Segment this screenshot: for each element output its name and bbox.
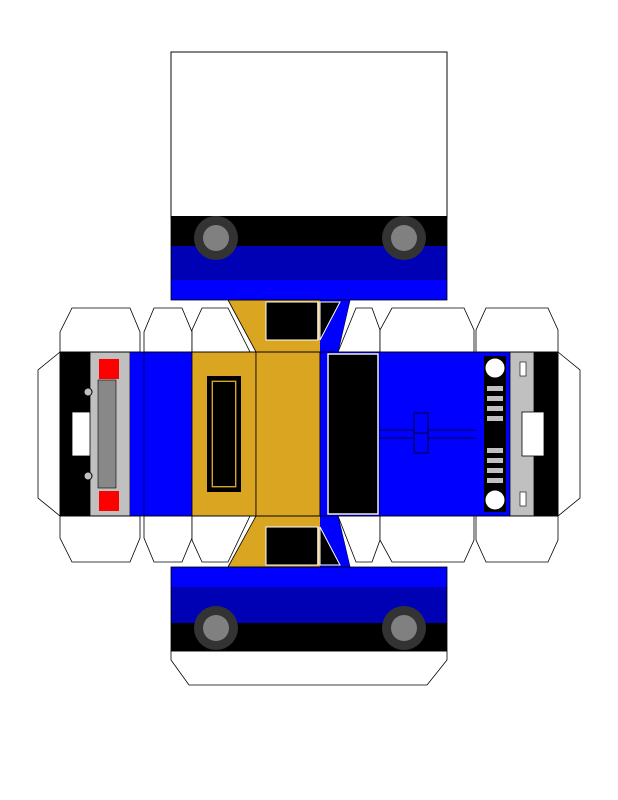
grille-slat-icon — [487, 468, 503, 473]
top-side-blue-stripe — [171, 280, 447, 300]
glue-tab — [475, 307, 559, 353]
grille-slat-icon — [487, 396, 503, 401]
grille-slat-icon — [487, 458, 503, 463]
rear-end-glue-flap — [37, 351, 61, 517]
glue-tab — [475, 515, 559, 563]
grille-frame — [484, 356, 506, 512]
lower-side-window — [265, 526, 319, 566]
grille-slat-icon — [487, 386, 503, 391]
lower-quarter-window — [319, 526, 341, 566]
body-strip-outline — [59, 351, 559, 517]
glue-tab — [379, 307, 475, 353]
lower-glue-tabs — [59, 515, 559, 563]
taillight-icon — [99, 491, 119, 511]
upper-quarter-window — [319, 301, 341, 341]
top-side-outline — [170, 51, 448, 301]
glue-tab — [143, 307, 193, 353]
bottom-side-glue-flap — [170, 650, 448, 686]
roof-panel — [255, 351, 321, 517]
upper-side-window — [265, 301, 319, 341]
headlight-icon — [484, 489, 506, 511]
bottom-side-blue-stripe — [171, 567, 447, 587]
rear-window-glass — [213, 382, 235, 486]
grille-slat-icon — [487, 406, 503, 411]
wheel-icon — [194, 606, 238, 650]
license-plate-icon — [521, 411, 545, 457]
tailgate-handle-bar — [97, 379, 117, 489]
wheel-icon — [194, 216, 238, 260]
glue-tab — [143, 515, 193, 563]
bottom-side-panel — [170, 567, 448, 686]
front-end-glue-flap — [557, 351, 581, 517]
glue-tab — [59, 515, 141, 563]
upper-cabin-side — [227, 299, 351, 353]
windshield-glass — [327, 353, 379, 515]
wheel-icon — [382, 216, 426, 260]
tow-hook-icon — [83, 471, 93, 481]
headlight-icon — [484, 357, 506, 379]
grille-slat-icon — [487, 416, 503, 421]
tow-hook-icon — [83, 387, 93, 397]
rear-body-panel — [130, 352, 192, 516]
top-side-panel — [170, 51, 448, 300]
wheel-icon — [382, 606, 426, 650]
main-body-strip — [37, 351, 581, 517]
bottom-side-outline — [170, 566, 448, 652]
grille-slat-icon — [487, 448, 503, 453]
grille-slats — [487, 386, 503, 483]
grille-slat-icon — [487, 478, 503, 483]
lower-cabin-side — [227, 515, 351, 568]
taillight-icon — [99, 359, 119, 379]
glue-tab — [59, 307, 141, 353]
top-side-glue-flap — [170, 51, 448, 219]
glue-tab — [379, 515, 475, 563]
turn-signal-icon — [519, 361, 527, 377]
turn-signal-icon — [519, 491, 527, 507]
